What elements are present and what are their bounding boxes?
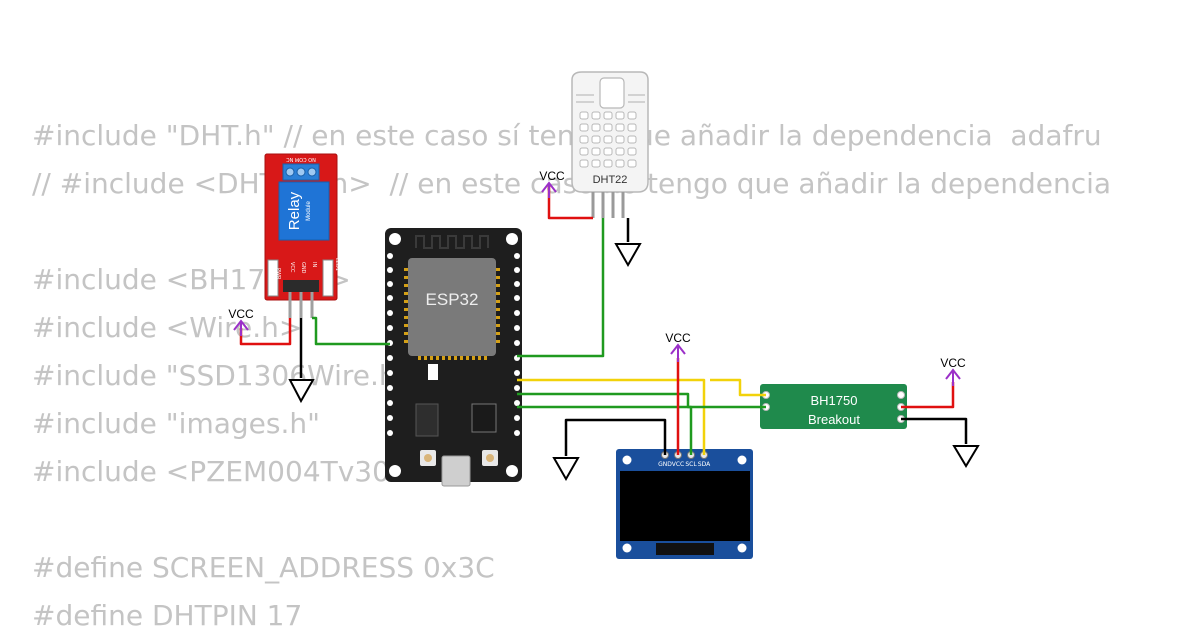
vcc-symbol: VCC — [940, 356, 966, 386]
svg-text:VCC: VCC — [665, 331, 691, 345]
relay-pin-label: GND — [300, 262, 306, 274]
ground-symbol — [288, 379, 315, 404]
esp32-board[interactable]: ESP32 — [385, 228, 522, 487]
code-line: #include <Wire.h> — [32, 311, 303, 344]
svg-text:VCC: VCC — [940, 356, 966, 370]
wire-scl-oled — [517, 405, 693, 455]
wire-relay-in — [312, 316, 390, 346]
relay-terminal-labels: NO COM NC — [286, 156, 316, 162]
relay-module[interactable]: NO COM NC Relay Module PWR VCC GND IN LE… — [264, 153, 340, 318]
bh1750-label-line1: BH1750 — [811, 393, 858, 408]
vcc-symbol: VCC — [228, 307, 254, 336]
code-line: #define DHTPIN 17 — [32, 599, 303, 632]
oled-pin-label: SDA — [698, 461, 711, 468]
oled-pin-label: VCC — [672, 461, 684, 468]
code-line: #include "SSD1306Wire.h" — [32, 359, 410, 392]
dht22-sensor[interactable]: DHT22 — [571, 71, 649, 218]
wire-bh1750-vcc — [901, 382, 955, 409]
ground-symbol — [614, 243, 642, 268]
oled-display[interactable]: GND VCC SCL SDA — [616, 449, 753, 559]
wire-relay-vcc — [239, 318, 292, 346]
wire-dht22-data — [517, 218, 605, 358]
ground-symbol — [952, 445, 980, 468]
wire-bh1750-gnd — [901, 417, 968, 444]
ground-symbol — [552, 457, 580, 482]
wire-sda-bh1750 — [710, 378, 766, 397]
relay-pin-label: LED1 — [334, 258, 340, 271]
wire-scl-bh1750 — [517, 392, 766, 409]
bh1750-label-line2: Breakout — [808, 412, 860, 427]
code-line: #define SCREEN_ADDRESS 0x3C — [32, 551, 495, 584]
wire-sda — [517, 378, 706, 455]
wires — [239, 185, 968, 456]
vcc-symbol: VCC — [665, 331, 691, 362]
relay-pin-label: IN — [311, 262, 317, 267]
relay-brand: Relay — [286, 191, 303, 230]
oled-pin-label: SCL — [685, 461, 697, 468]
svg-text:VCC: VCC — [539, 169, 565, 183]
svg-text:VCC: VCC — [228, 307, 254, 321]
esp32-label: ESP32 — [426, 290, 479, 309]
bh1750-sensor[interactable]: BH1750 Breakout — [760, 384, 907, 429]
vcc-symbol: VCC — [539, 169, 565, 198]
wire-oled-gnd — [564, 418, 667, 456]
relay-subtitle: Module — [306, 201, 312, 221]
relay-pin-label: VCC — [289, 262, 295, 273]
code-line: // #include <DHTesp.h> // en este caso n… — [32, 167, 1112, 200]
relay-pin-label: PWR — [275, 268, 281, 280]
oled-pin-label: GND — [658, 461, 672, 468]
code-line: #include "images.h" — [32, 407, 321, 440]
dht22-label: DHT22 — [593, 174, 628, 186]
